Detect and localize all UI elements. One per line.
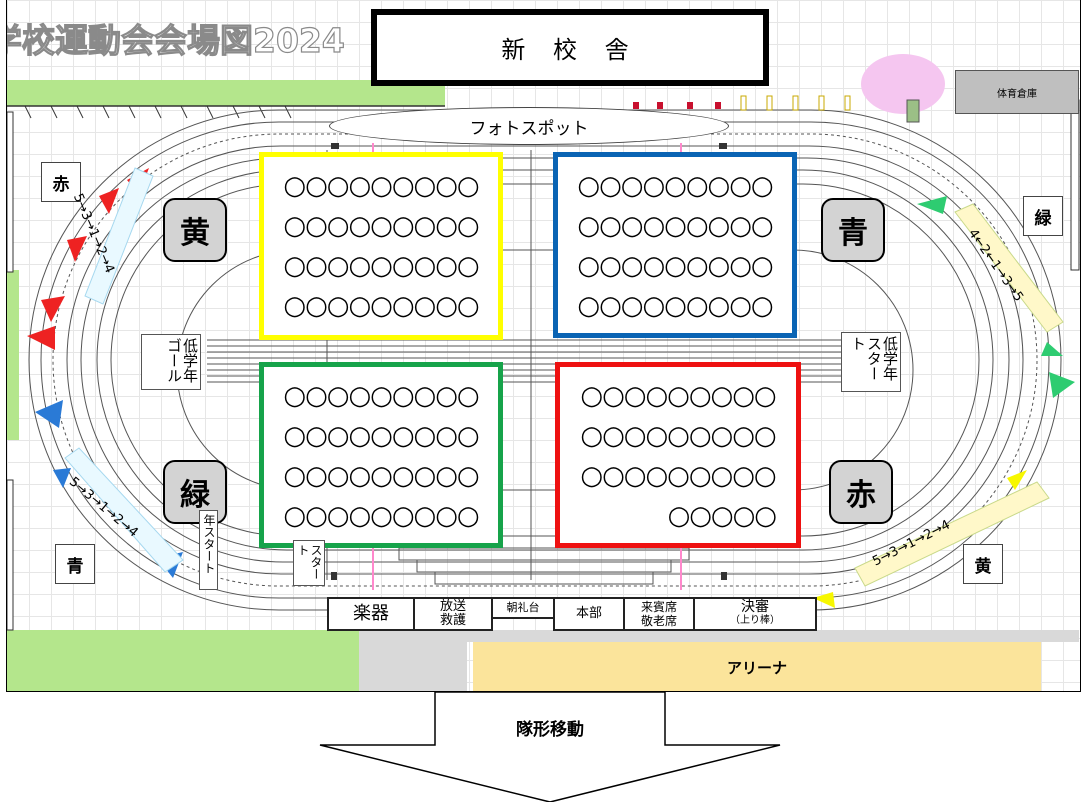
- seat-row: ○○○○○○○○○: [283, 501, 479, 531]
- arena-building: アリーナ: [473, 642, 1041, 691]
- tent-broadcast: 放送 救護: [413, 597, 493, 631]
- gray-block: [359, 642, 467, 691]
- tree-icon: [861, 54, 945, 123]
- seat-row: ○○○○○○○○○: [577, 291, 773, 321]
- team-red-label: 赤: [829, 460, 893, 524]
- gray-strip: [359, 630, 1079, 642]
- tent-guests-line2: 敬老席: [640, 614, 677, 628]
- tent-instruments-label: 楽器: [353, 603, 389, 624]
- down-arrow-icon: [319, 691, 781, 802]
- seat-row: ○○○○○○○○○: [283, 211, 479, 241]
- team-blue-label: 青: [821, 198, 885, 262]
- side-box-yellow: 黄: [963, 544, 1003, 584]
- lower-grade-goal: 低学年ゴール: [141, 334, 201, 390]
- tent-guests: 来賓席 敬老席: [623, 597, 695, 631]
- new-school-building: 新 校 舎: [371, 9, 769, 86]
- photo-spot: フォトスポット: [329, 107, 729, 145]
- tent-broadcast-line2: 救護: [439, 613, 466, 628]
- lawn-bottom: [7, 630, 359, 691]
- grade-start-1: 年スタート: [199, 510, 218, 590]
- venue-map: 学校運動会会場図2024 新 校 舎 フォトスポット 体育倉庫 赤 緑 青 黄 …: [6, 0, 1081, 692]
- tent-judges: 決審 （上り棒）: [693, 597, 817, 631]
- equipment-storage: 体育倉庫: [955, 70, 1079, 114]
- tent-podium: 朝礼台: [491, 597, 555, 619]
- seat-row: ○○○○○: [667, 501, 777, 531]
- seat-row: ○○○○○○○○○: [283, 171, 479, 201]
- tent-judges-line1: 決審: [741, 599, 769, 615]
- tent-judges-line2: （上り棒）: [730, 615, 780, 626]
- side-box-green: 緑: [1023, 196, 1063, 236]
- seat-row: ○○○○○○○○○: [580, 381, 776, 411]
- seat-block-blue: ○○○○○○○○○ ○○○○○○○○○ ○○○○○○○○○ ○○○○○○○○○: [553, 152, 797, 338]
- map-title: 学校運動会会場図2024: [6, 20, 345, 60]
- seat-row: ○○○○○○○○○: [580, 461, 776, 491]
- seat-row: ○○○○○○○○○: [580, 421, 776, 451]
- tent-broadcast-line1: 放送: [439, 599, 466, 614]
- lower-grade-start: 低学年スタート: [841, 332, 901, 392]
- side-box-blue: 青: [55, 544, 95, 584]
- seat-row: ○○○○○○○○○: [577, 171, 773, 201]
- side-box-red: 赤: [41, 162, 81, 202]
- seat-block-green: ○○○○○○○○○ ○○○○○○○○○ ○○○○○○○○○ ○○○○○○○○○: [259, 362, 503, 548]
- seat-row: ○○○○○○○○○: [283, 251, 479, 281]
- seat-row: ○○○○○○○○○: [283, 421, 479, 451]
- tent-headquarters-label: 本部: [575, 606, 602, 621]
- seat-row: ○○○○○○○○○: [577, 251, 773, 281]
- formation-move-label: 隊形移動: [516, 720, 584, 740]
- seat-row: ○○○○○○○○○: [283, 381, 479, 411]
- seat-row: ○○○○○○○○○: [283, 291, 479, 321]
- grade-start-2: スタート: [293, 540, 325, 586]
- tent-guests-line1: 来賓席: [640, 600, 677, 614]
- track-drawing: [7, 54, 1080, 691]
- tent-instruments: 楽器: [327, 597, 415, 631]
- seat-row: ○○○○○○○○○: [283, 461, 479, 491]
- seat-row: ○○○○○○○○○: [577, 211, 773, 241]
- lawn-left: [7, 270, 19, 440]
- team-yellow-label: 黄: [163, 198, 227, 262]
- seat-block-red: ○○○○○○○○○ ○○○○○○○○○ ○○○○○○○○○ ○○○○○: [555, 362, 801, 548]
- seat-block-yellow: ○○○○○○○○○ ○○○○○○○○○ ○○○○○○○○○ ○○○○○○○○○: [259, 152, 503, 340]
- tent-podium-label: 朝礼台: [506, 601, 540, 614]
- tent-headquarters: 本部: [553, 597, 625, 631]
